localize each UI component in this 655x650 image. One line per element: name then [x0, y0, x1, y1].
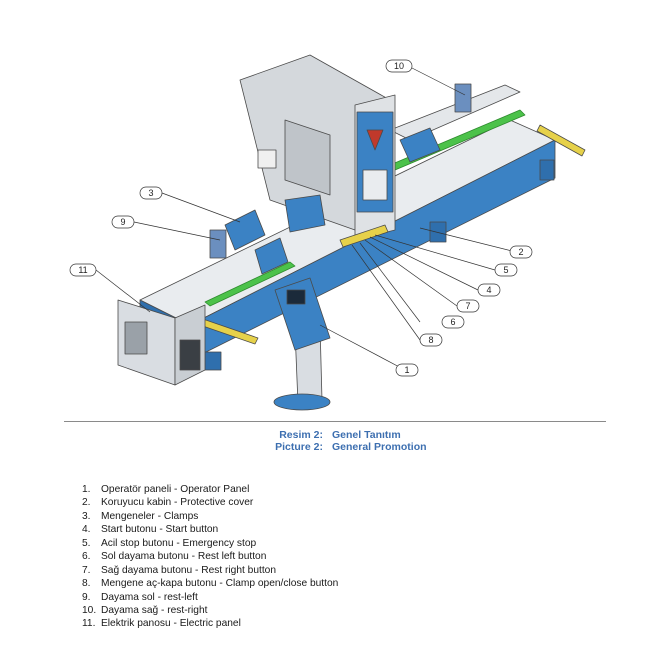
button-row	[339, 224, 389, 248]
foot	[539, 159, 555, 181]
yellow-ruler-right	[536, 124, 586, 157]
cabin-window	[362, 169, 388, 201]
rest-right-plate	[454, 83, 472, 113]
legend-item: 4.Start butonu - Start button	[82, 524, 219, 536]
caption-divider	[64, 421, 606, 422]
callout-1: 1	[404, 365, 409, 375]
machine-diagram: 1 2 3 4 5 6 7 8 9 10 11	[69, 54, 586, 411]
callout-2: 2	[518, 247, 523, 257]
legend-item: 3.Mengeneler - Clamps	[82, 510, 199, 522]
legend-item: 11.Elektrik panosu - Electric panel	[82, 618, 241, 630]
caption-label-en: Picture 2:	[275, 441, 323, 453]
clamp-left-2	[254, 237, 289, 275]
legend-item: 6.Sol dayama butonu - Rest left button	[82, 551, 267, 563]
electric-panel-fan	[179, 339, 201, 371]
callout-5: 5	[503, 265, 508, 275]
caption-text-tr: Genel Tanıtım	[332, 429, 401, 441]
caption-label-tr: Resim 2:	[279, 429, 323, 441]
cabin-box	[257, 149, 277, 169]
cabin-logo	[366, 129, 384, 151]
cabin-opening	[284, 119, 331, 196]
clamp-right	[399, 127, 441, 163]
operator-panel-display	[286, 289, 306, 305]
parts-legend: 1.Operatör paneli - Operator Panel 2.Kor…	[82, 483, 338, 631]
operator-panel-base	[273, 393, 331, 411]
callout-11: 11	[78, 265, 87, 275]
rest-left-plate	[209, 229, 227, 259]
legend-item: 5.Acil stop butonu - Emergency stop	[82, 537, 257, 549]
foot	[204, 351, 222, 371]
callout-9: 9	[120, 217, 125, 227]
clamp-center	[284, 194, 326, 233]
legend-item: 8.Mengene aç-kapa butonu - Clamp open/cl…	[82, 578, 339, 590]
caption-text-en: General Promotion	[332, 441, 427, 453]
callout-10: 10	[394, 61, 404, 71]
callout-6: 6	[450, 317, 455, 327]
callout-7: 7	[465, 301, 470, 311]
legend-item: 7.Sağ dayama butonu - Rest right button	[82, 564, 276, 576]
green-strip-left	[204, 261, 296, 307]
legend-item: 9.Dayama sol - rest-left	[82, 591, 198, 603]
callout-3: 3	[148, 188, 153, 198]
legend-item: 10.Dayama sağ - rest-right	[82, 604, 208, 616]
foot	[429, 221, 447, 243]
electric-panel-vent	[124, 321, 148, 355]
legend-item: 2.Koruyucu kabin - Protective cover	[82, 497, 254, 509]
callout-8: 8	[428, 335, 433, 345]
legend-item: 1.Operatör paneli - Operator Panel	[82, 484, 250, 495]
callout-4: 4	[486, 285, 491, 295]
